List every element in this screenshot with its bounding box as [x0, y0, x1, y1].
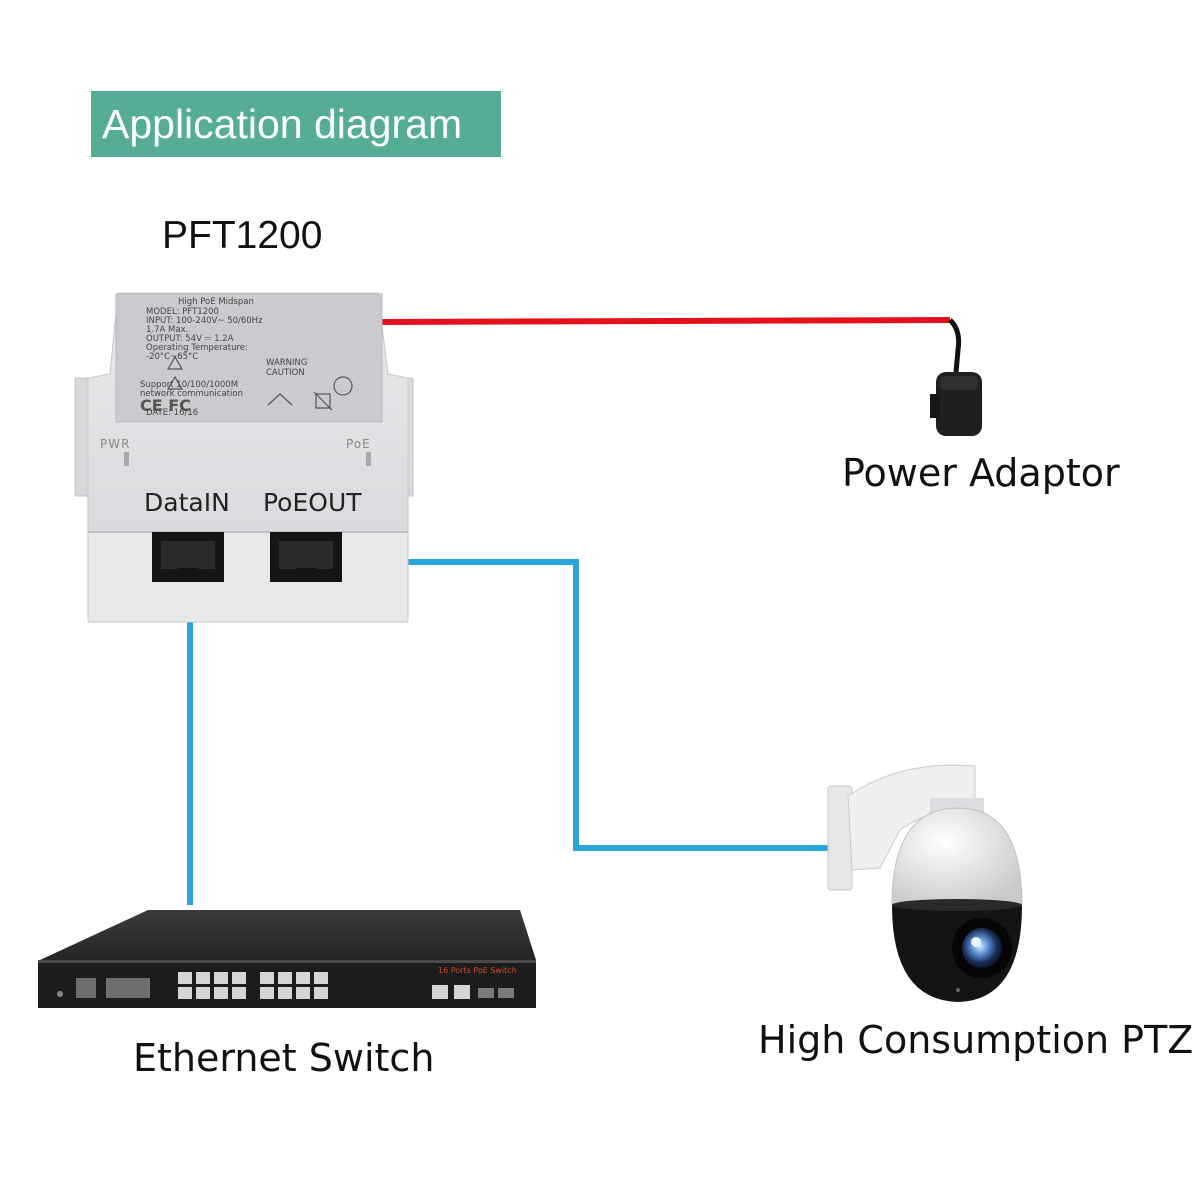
title-banner: Application diagram — [91, 91, 501, 157]
led-label-pwr: PWR — [100, 437, 131, 451]
diagram-title: Application diagram — [102, 101, 463, 147]
device-model-label: PFT1200 — [162, 214, 323, 257]
sticker-warning: WARNING — [266, 358, 308, 368]
rj45-port-datain — [152, 532, 224, 582]
rj45-port-poeout — [270, 532, 342, 582]
ethernet-switch-label: Ethernet Switch — [133, 1036, 435, 1080]
port-label-datain: DataIN — [144, 488, 230, 517]
sticker-date: DATE: 16/16 — [146, 408, 199, 418]
sticker-support-2: network communication — [140, 389, 243, 399]
ptz-camera — [827, 764, 1023, 1002]
ptz-camera-label: High Consumption PTZ — [758, 1018, 1194, 1062]
sticker-line-5: OUTPUT: 54V ⎓ 1.2A — [146, 334, 234, 344]
sticker-line-7: -20°C~65°C — [146, 352, 199, 362]
sticker-line-6: Operating Temperature: — [146, 343, 248, 353]
port-label-poeout: PoEOUT — [263, 488, 362, 517]
sticker-line-3: INPUT: 100-240V~ 50/60Hz — [146, 316, 263, 326]
sticker-line-4: 1.7A Max. — [146, 325, 189, 335]
data-cable-camera — [318, 559, 838, 851]
ce-fcc-marks: CE FC — [140, 396, 191, 415]
led-label-poe: PoE — [346, 437, 371, 451]
switch-panel-text: 16 Ports PoE Switch — [438, 966, 517, 975]
ethernet-switch — [38, 910, 536, 1008]
power-adaptor — [930, 318, 982, 436]
poe-injector — [74, 292, 414, 623]
sticker-support: Support 10/100/1000M — [140, 380, 239, 390]
power-cable — [377, 317, 951, 325]
sticker-line-1: High PoE Midspan — [178, 297, 254, 307]
device-sticker: High PoE Midspan MODEL: PFT1200 INPUT: 1… — [116, 293, 382, 421]
sticker-line-2: MODEL: PFT1200 — [146, 307, 219, 317]
power-adaptor-label: Power Adaptor — [842, 451, 1120, 495]
sticker-caution: CAUTION — [266, 368, 305, 378]
